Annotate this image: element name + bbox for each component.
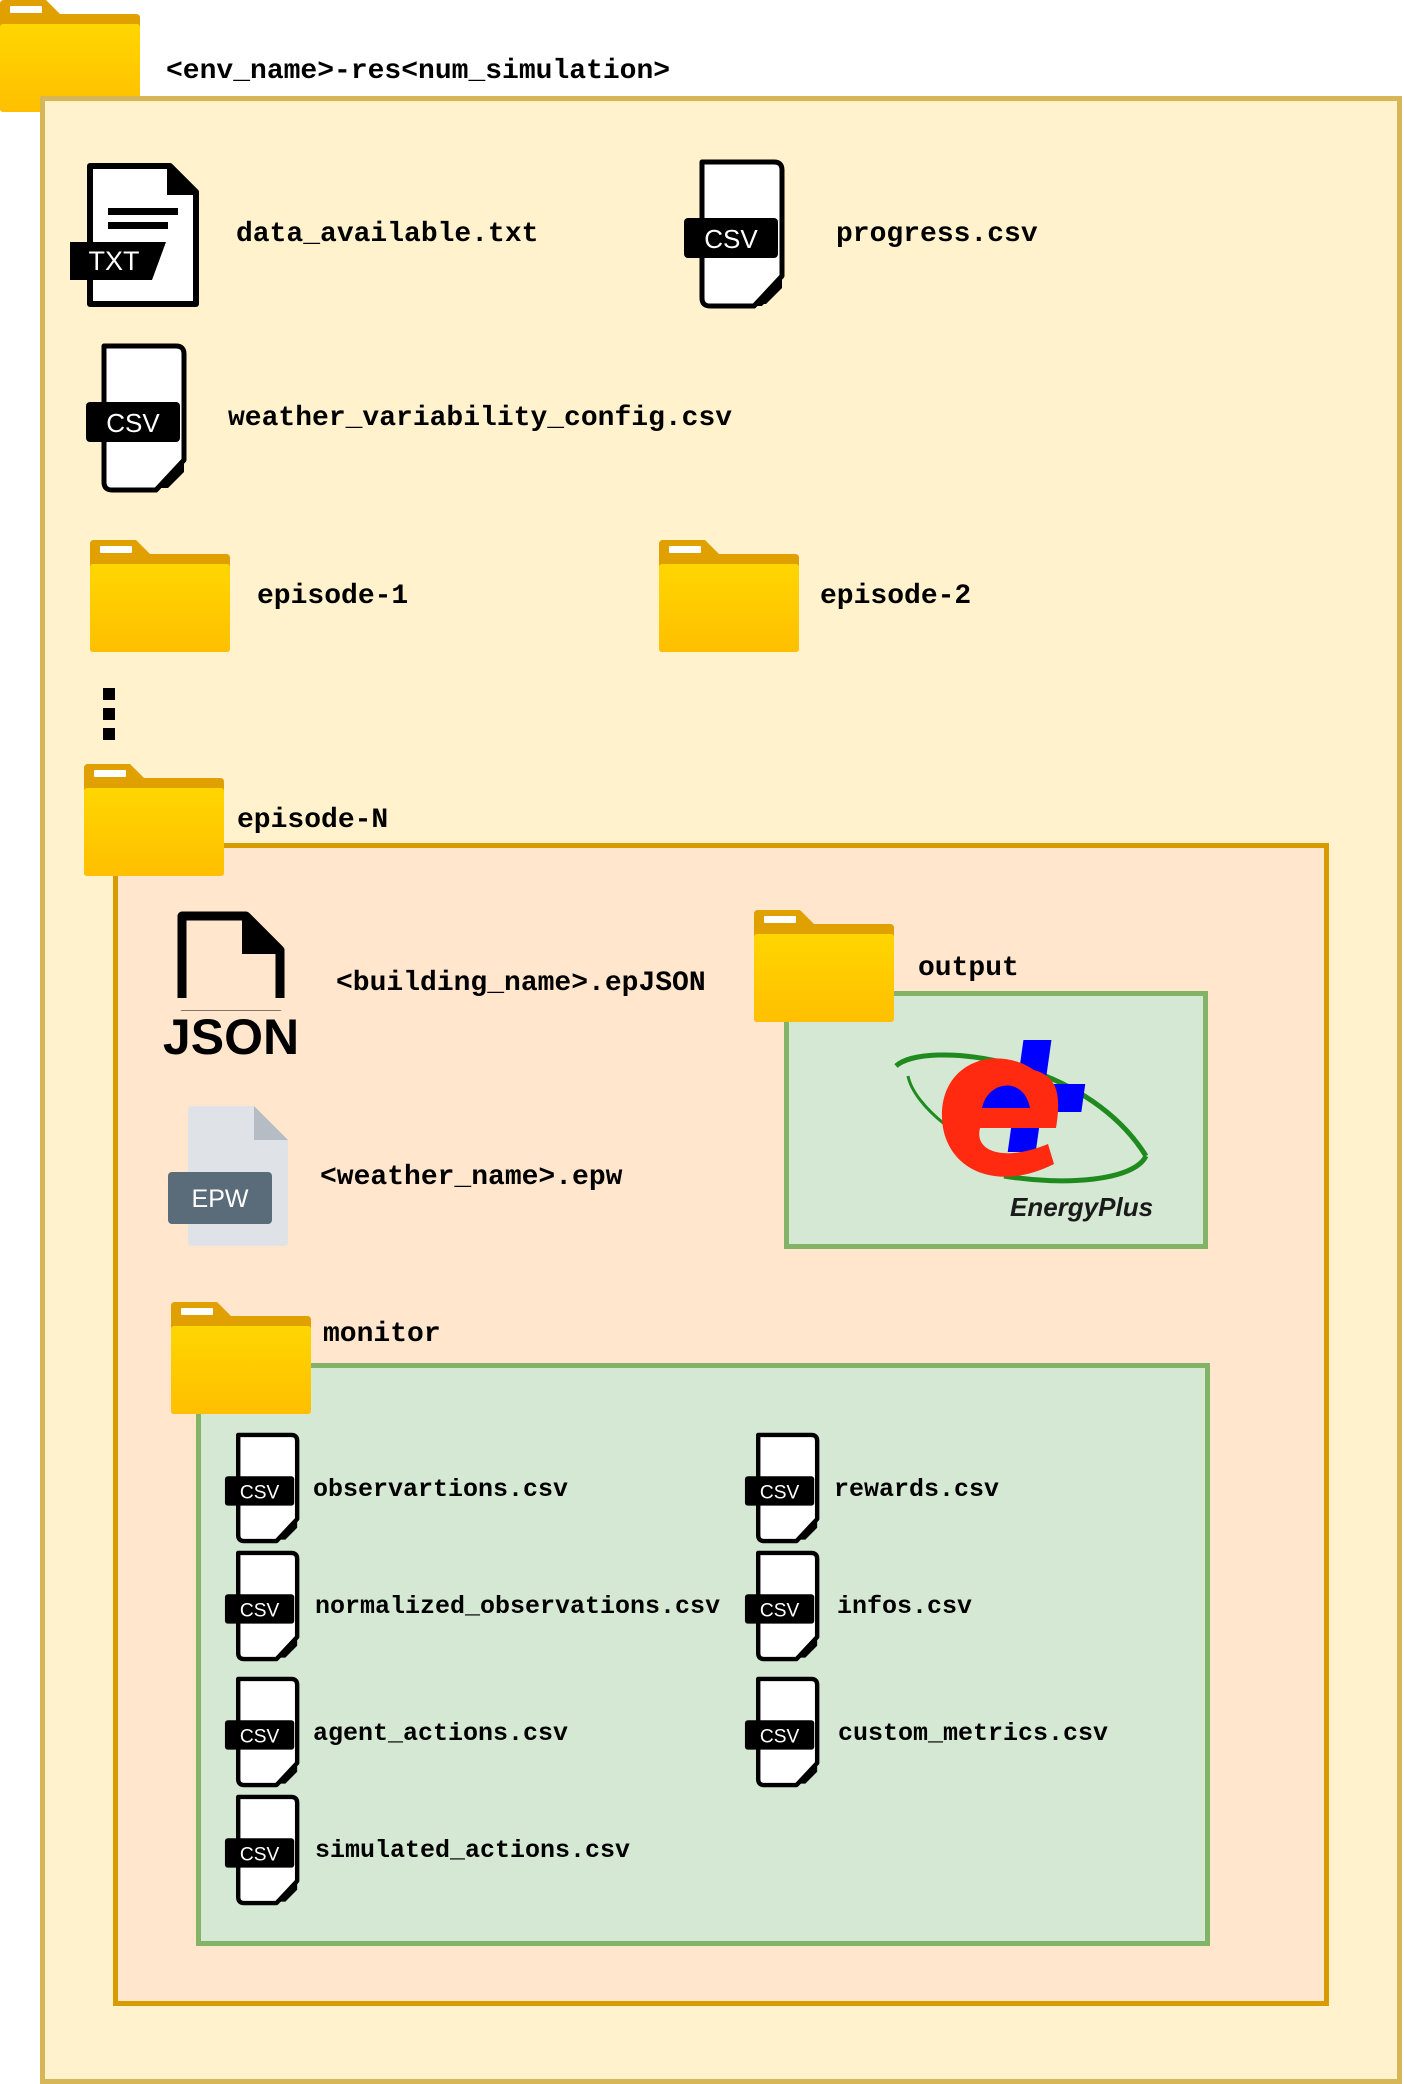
epw-file-icon[interactable]: EPW <box>168 1106 292 1246</box>
csv-badge: CSV <box>704 224 758 254</box>
energyplus-logo-icon: EnergyPlus <box>884 1036 1164 1222</box>
ellipsis-icon <box>103 688 117 740</box>
file-label-progress: progress.csv <box>836 219 1038 250</box>
csv-file-icon[interactable]: CSV <box>742 1550 826 1662</box>
episode-2-folder-icon[interactable] <box>659 540 799 652</box>
svg-text:CSV: CSV <box>240 1726 280 1747</box>
svg-text:CSV: CSV <box>760 1726 800 1747</box>
csv-file-icon[interactable]: CSV <box>222 1794 306 1906</box>
file-label-weather-variability: weather_variability_config.csv <box>228 403 733 434</box>
svg-text:CSV: CSV <box>760 1482 800 1503</box>
episode-1-label: episode-1 <box>257 581 409 612</box>
energyplus-logo-text: EnergyPlus <box>1010 1192 1153 1222</box>
episode-2-label: episode-2 <box>820 581 972 612</box>
txt-file-icon[interactable]: TXT <box>70 160 200 310</box>
monitor-folder-icon[interactable] <box>171 1302 311 1414</box>
file-label-weather: <weather_name>.epw <box>320 1162 623 1193</box>
txt-badge: TXT <box>89 246 140 276</box>
monitor-file-observartions: observartions.csv <box>313 1475 569 1504</box>
csv-file-icon[interactable]: CSV <box>222 1432 306 1544</box>
json-file-icon[interactable]: JSON <box>163 910 299 1065</box>
svg-text:CSV: CSV <box>760 1600 800 1621</box>
output-folder-icon[interactable] <box>754 910 894 1022</box>
root-folder-label: <env_name>-res<num_simulation> <box>166 56 671 87</box>
csv-badge: CSV <box>106 408 160 438</box>
csv-file-icon[interactable]: CSV <box>682 158 792 310</box>
monitor-file-simulated-actions: simulated_actions.csv <box>315 1836 631 1865</box>
svg-text:CSV: CSV <box>240 1600 280 1621</box>
monitor-label: monitor <box>323 1319 441 1350</box>
monitor-file-infos: infos.csv <box>837 1592 973 1621</box>
csv-file-icon[interactable]: CSV <box>84 342 194 494</box>
monitor-container <box>196 1363 1210 1946</box>
monitor-file-rewards: rewards.csv <box>834 1475 1000 1504</box>
monitor-file-agent-actions: agent_actions.csv <box>313 1719 569 1748</box>
csv-file-icon[interactable]: CSV <box>222 1550 306 1662</box>
svg-text:CSV: CSV <box>240 1844 280 1865</box>
csv-file-icon[interactable]: CSV <box>742 1432 826 1544</box>
csv-file-icon[interactable]: CSV <box>742 1676 826 1788</box>
epw-badge: EPW <box>192 1185 249 1213</box>
file-label-building: <building_name>.epJSON <box>336 968 706 999</box>
episode-n-folder-icon[interactable] <box>84 764 224 876</box>
monitor-file-normalized-observations: normalized_observations.csv <box>315 1592 721 1621</box>
monitor-file-custom-metrics: custom_metrics.csv <box>838 1719 1109 1748</box>
svg-text:CSV: CSV <box>240 1482 280 1503</box>
episode-1-folder-icon[interactable] <box>90 540 230 652</box>
json-badge: JSON <box>163 1009 299 1065</box>
episode-n-label: episode-N <box>237 805 389 836</box>
csv-file-icon[interactable]: CSV <box>222 1676 306 1788</box>
file-label-data-available: data_available.txt <box>236 219 539 250</box>
output-label: output <box>918 953 1019 984</box>
